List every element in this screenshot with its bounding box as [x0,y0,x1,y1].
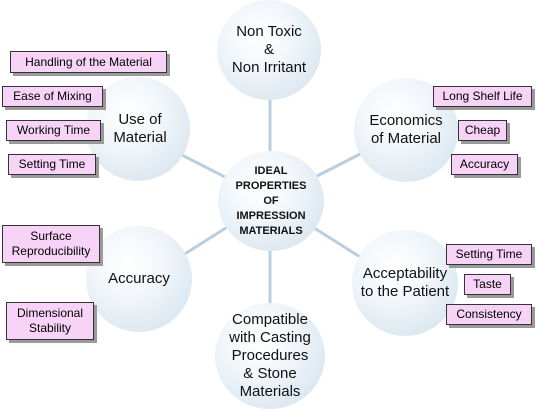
node-accuracy: Accuracy [86,226,192,332]
tag-long-shelf-life: Long Shelf Life [433,86,532,107]
node-non-toxic: Non Toxic & Non Irritant [217,0,321,100]
tag-taste: Taste [464,274,511,295]
center-node: IDEAL PROPERTIES OF IMPRESSION MATERIALS [218,151,324,251]
tag-dimensional-stability: Dimensional Stability [6,302,94,340]
node-compatible: Compatible with Casting Procedures & Sto… [215,303,325,409]
tag-handling-of-the-material: Handling of the Material [10,51,167,73]
node-use-of-material: Use of Material [86,77,190,181]
tag-cheap: Cheap [458,120,507,141]
tag-consistency: Consistency [446,304,532,325]
node-acceptability: Acceptability to the Patient [352,230,458,336]
node-economics: Economics of Material [354,78,458,182]
tag-surface-reproducibility: Surface Reproducibility [2,225,100,263]
tag-setting-time-patient: Setting Time [446,244,532,265]
tag-ease-of-mixing: Ease of Mixing [2,86,103,107]
tag-accuracy-economics: Accuracy [451,154,518,175]
tag-working-time: Working Time [6,120,101,141]
tag-setting-time-use: Setting Time [8,154,96,175]
